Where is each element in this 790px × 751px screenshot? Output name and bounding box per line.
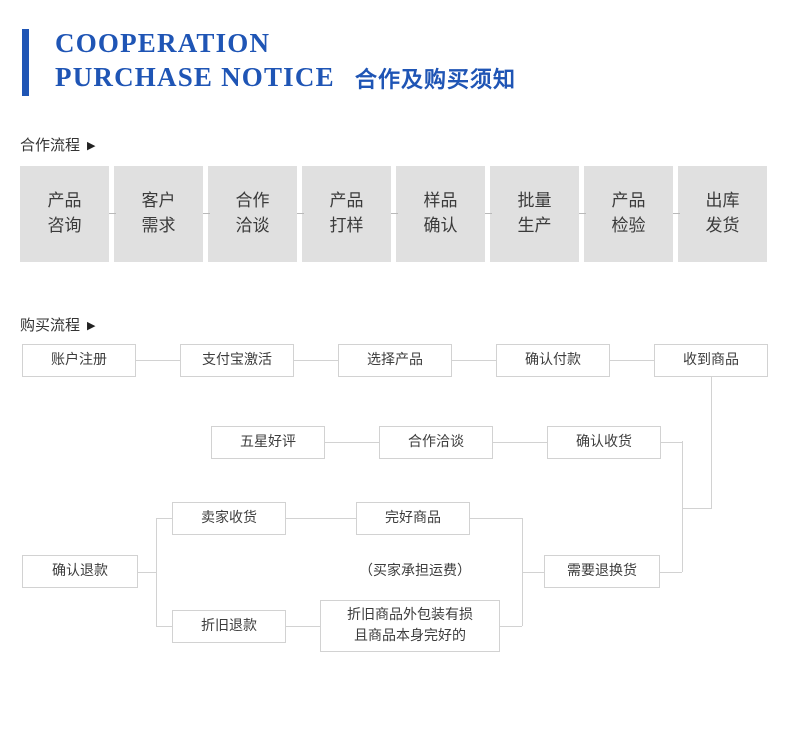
coop-step-3-line2: 洽谈	[235, 216, 270, 236]
node-alipay-activate[interactable]: 支付宝激活	[180, 344, 294, 377]
connector-intact-to-return-spine	[470, 518, 522, 519]
coop-step-8: 出库 发货	[678, 166, 767, 262]
coop-connector-3-4	[297, 213, 304, 214]
coop-step-5-line1: 样品	[423, 191, 458, 212]
node-seller-receive[interactable]: 卖家收货	[172, 502, 286, 535]
node-confirm-receipt[interactable]: 确认收货	[547, 426, 661, 459]
coop-connector-4-5	[391, 213, 398, 214]
connector-damaged-to-merge-spine	[500, 626, 522, 627]
coop-connector-2-3	[203, 213, 210, 214]
node-account-register[interactable]: 账户注册	[22, 344, 136, 377]
connector-review-to-cooperation	[325, 442, 379, 443]
node-need-return[interactable]: 需要退换货	[544, 555, 660, 588]
coop-step-5-line2: 确认	[423, 216, 458, 236]
connector-return-merge-spine	[522, 518, 523, 626]
node-select-product[interactable]: 选择产品	[338, 344, 452, 377]
cooperation-flow-diagram: 产品 咨询 客户 需求 合作 洽谈 产品 打样 样品 确认 批量 生产 产品 检…	[20, 166, 770, 262]
coop-step-4-line2: 打样	[329, 216, 364, 236]
coop-step-8-line2: 发货	[705, 216, 740, 236]
coop-step-7: 产品 检验	[584, 166, 673, 262]
title-english-line1: COOPERATION	[55, 28, 271, 58]
coop-step-7-line2: 检验	[611, 216, 646, 236]
coop-step-4: 产品 打样	[302, 166, 391, 262]
coop-step-5: 样品 确认	[396, 166, 485, 262]
coop-connector-6-7	[579, 213, 586, 214]
node-five-star-review[interactable]: 五星好评	[211, 426, 325, 459]
coop-step-3: 合作 洽谈	[208, 166, 297, 262]
connector-refund-to-left-spine	[138, 572, 156, 573]
cooperation-heading-text: 合作流程	[20, 137, 81, 154]
node-depreciation-refund[interactable]: 折旧退款	[172, 610, 286, 643]
node-intact-goods[interactable]: 完好商品	[356, 502, 470, 535]
connector-merge-spine-to-return	[522, 572, 544, 573]
coop-step-7-line1: 产品	[611, 191, 646, 212]
coop-step-1: 产品 咨询	[20, 166, 109, 262]
connector-left-spine-to-seller	[156, 518, 172, 519]
connector-alipay-to-select	[294, 360, 338, 361]
triangle-marker-icon: ▶	[87, 140, 96, 152]
label-buyer-pays-freight: （买家承担运费）	[359, 563, 471, 579]
coop-connector-7-8	[673, 213, 680, 214]
connector-receive-goods-down	[711, 377, 712, 508]
node-receive-goods[interactable]: 收到商品	[654, 344, 768, 377]
coop-step-4-line1: 产品	[329, 191, 364, 212]
triangle-marker-icon: ▶	[87, 320, 96, 332]
coop-step-1-line1: 产品	[47, 191, 82, 212]
title-chinese: 合作及购买须知	[355, 68, 517, 93]
title-english-line2: PURCHASE NOTICE	[55, 62, 335, 92]
coop-step-6: 批量 生产	[490, 166, 579, 262]
coop-step-6-line1: 批量	[517, 191, 552, 212]
node-cooperation-talk[interactable]: 合作洽谈	[379, 426, 493, 459]
coop-step-1-line2: 咨询	[47, 216, 82, 236]
coop-step-3-line1: 合作	[235, 191, 270, 212]
connector-select-to-payment	[452, 360, 496, 361]
node-confirm-payment[interactable]: 确认付款	[496, 344, 610, 377]
cooperation-section-heading: 合作流程 ▶	[20, 134, 95, 155]
coop-step-8-line1: 出库	[705, 191, 740, 212]
coop-step-2-line1: 客户	[141, 191, 176, 212]
connector-seller-to-intact	[286, 518, 356, 519]
coop-connector-1-2	[109, 213, 116, 214]
connector-left-branch-spine	[156, 518, 157, 626]
connector-payment-to-receive	[610, 360, 654, 361]
page-header: COOPERATION PURCHASE NOTICE 合作及购买须知	[0, 0, 790, 110]
connector-receipt-to-spine	[661, 442, 683, 443]
connector-right-branch-spine	[682, 441, 683, 572]
node-damaged-package-line2: 且商品本身完好的	[354, 628, 466, 644]
node-damaged-package-line1: 折旧商品外包装有损	[347, 607, 473, 623]
connector-cooperation-to-receipt	[493, 442, 547, 443]
node-confirm-refund[interactable]: 确认退款	[22, 555, 138, 588]
connector-register-to-alipay	[136, 360, 180, 361]
connector-receive-goods-to-spine	[682, 508, 712, 509]
coop-step-2: 客户 需求	[114, 166, 203, 262]
connector-return-to-right-spine	[660, 572, 682, 573]
connector-depreciation-to-damaged	[286, 626, 320, 627]
coop-step-2-line2: 需求	[141, 216, 176, 236]
coop-step-6-line2: 生产	[517, 216, 552, 236]
connector-left-spine-to-depreciation	[156, 626, 172, 627]
purchase-heading-text: 购买流程	[20, 317, 81, 334]
node-damaged-package[interactable]: 折旧商品外包装有损 且商品本身完好的	[320, 600, 500, 652]
purchase-section-heading: 购买流程 ▶	[20, 314, 95, 335]
title-accent-bar	[22, 29, 29, 96]
coop-connector-5-6	[485, 213, 492, 214]
